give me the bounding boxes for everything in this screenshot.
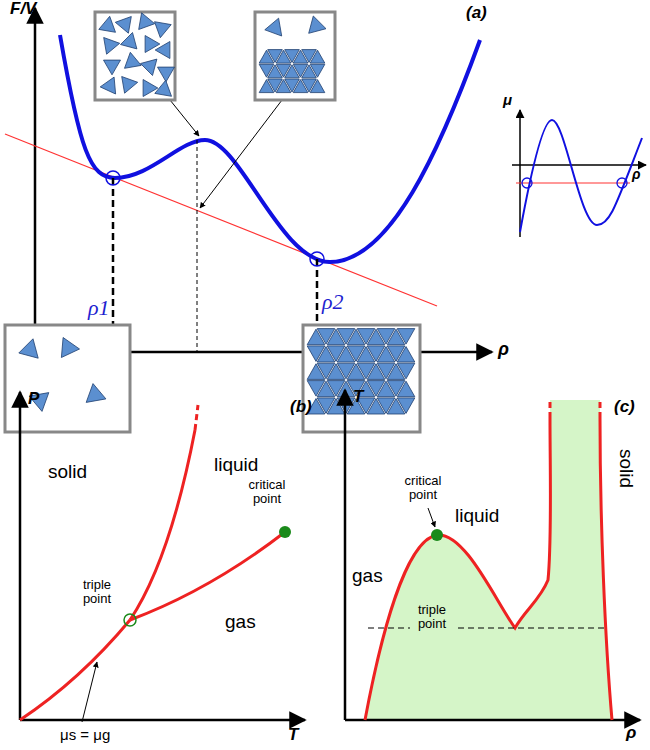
particle-triangles <box>19 13 415 414</box>
phase-label: liquid <box>214 455 258 476</box>
vaporization-curve <box>130 532 285 620</box>
particle-triangle <box>143 80 158 97</box>
inset-box <box>303 325 420 432</box>
x-axis <box>345 719 640 722</box>
panel-label: (c) <box>614 398 635 417</box>
particle-triangle <box>155 22 172 38</box>
phase-boundary-dashed <box>549 400 552 418</box>
critical-point-dot <box>431 529 443 541</box>
coexistence-point <box>106 171 120 185</box>
y-axis <box>344 390 347 720</box>
pointer-arrow <box>170 100 199 136</box>
melting-curve <box>130 430 195 620</box>
coexistence-region <box>365 400 612 720</box>
chemical-potential-level <box>516 182 630 183</box>
point-label: critical point <box>236 478 298 507</box>
phase-boundary <box>365 418 551 720</box>
particle-triangle <box>158 67 175 82</box>
dashed-guide <box>197 140 198 352</box>
density-label: ρ1 <box>88 296 110 320</box>
phase-label: gas <box>225 612 256 633</box>
axis-label: ρ <box>632 167 640 182</box>
axis-label: μ <box>503 92 512 109</box>
particle-triangle <box>121 33 137 49</box>
panel-label: (b) <box>290 398 312 417</box>
particle-triangle <box>155 80 172 96</box>
panel-c <box>345 390 640 720</box>
axis-label: ρ <box>626 724 636 743</box>
pointer-arrow <box>82 662 97 722</box>
phase-label: solid <box>48 462 87 483</box>
particle-triangle <box>139 13 155 30</box>
inset-box <box>5 325 130 432</box>
inset-x-axis <box>512 164 646 166</box>
pointer-arrow <box>200 100 282 208</box>
particle-triangle <box>310 50 325 63</box>
particle-triangle <box>310 64 325 77</box>
particle-triangle <box>265 18 282 36</box>
particle-triangle <box>99 16 116 32</box>
x-axis <box>20 719 305 722</box>
particle-triangle <box>155 42 170 59</box>
particle-triangle <box>100 77 115 94</box>
inset-box <box>95 12 175 100</box>
panel-label: (a) <box>466 4 487 23</box>
axis-label: ρ <box>498 340 509 360</box>
particle-triangle <box>397 381 415 397</box>
particle-triangle <box>397 398 415 414</box>
point-label: critical point <box>392 474 454 503</box>
panel-a <box>5 8 646 432</box>
inset-y-axis <box>519 110 521 237</box>
triple-point-dot <box>124 614 136 626</box>
particle-triangle <box>115 17 131 34</box>
particle-triangle <box>397 329 415 345</box>
particle-triangle <box>104 60 121 75</box>
interface-line <box>257 45 333 47</box>
equation-label: μs = μg <box>60 727 110 744</box>
particle-triangle <box>309 16 326 33</box>
coexistence-point <box>617 178 627 188</box>
phase-label: liquid <box>455 506 499 527</box>
particle-triangle <box>86 384 106 403</box>
y-axis <box>34 8 37 352</box>
coexistence-point <box>310 252 324 266</box>
particle-triangle <box>397 363 415 379</box>
particle-triangle <box>19 339 38 358</box>
phase-label: solid <box>615 449 636 488</box>
axis-label: P <box>28 390 39 409</box>
point-label: triple point <box>410 603 454 632</box>
particle-triangle <box>104 38 120 55</box>
y-axis <box>19 392 22 720</box>
axis-label: T <box>288 726 298 745</box>
particle-triangle <box>397 347 415 363</box>
phase-boundary <box>600 418 612 720</box>
panel-b <box>20 392 305 722</box>
particle-triangle <box>122 77 138 94</box>
melting-curve-dashed <box>195 405 198 430</box>
point-label: triple point <box>72 578 122 607</box>
axis-label: F/V <box>10 0 36 19</box>
particle-triangle <box>141 59 157 75</box>
phase-boundary-dashed <box>599 400 602 418</box>
chemical-potential-curve <box>520 120 642 232</box>
pointer-arrow <box>428 508 435 527</box>
common-tangent <box>5 134 437 306</box>
density-label: ρ2 <box>322 290 344 314</box>
critical-point-dot <box>279 526 291 538</box>
particle-triangle <box>310 80 325 93</box>
particle-triangle <box>61 338 79 358</box>
coexistence-point <box>522 178 532 188</box>
dashed-drop <box>316 259 319 325</box>
axis-label: T <box>353 388 363 407</box>
phase-label: gas <box>352 566 383 587</box>
inset-box <box>255 12 335 100</box>
sublimation-curve <box>20 620 130 720</box>
particle-triangle <box>125 52 142 68</box>
dashed-drop <box>112 178 115 325</box>
triple-line <box>368 627 606 628</box>
